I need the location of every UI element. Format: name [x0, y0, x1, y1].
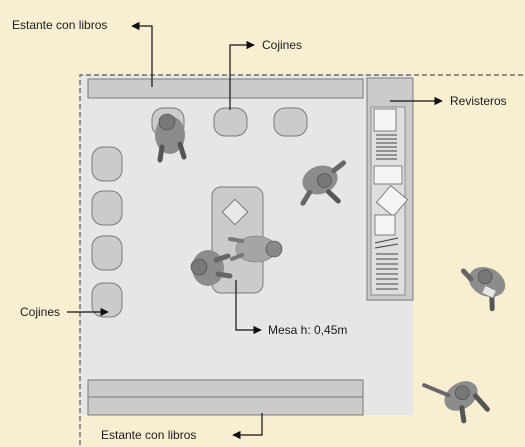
cushions-left-column: [91, 146, 123, 318]
bookshelf-top: [87, 78, 364, 99]
person-seated-top: [155, 113, 187, 163]
person-seated-table-left: [190, 250, 233, 286]
cushions-top-row: [151, 107, 308, 137]
label-cushions-left: Cojines: [20, 305, 61, 319]
person-standing-center: [300, 160, 347, 206]
label-table: Mesa h: 0,45m: [268, 323, 348, 337]
label-cushions-top: Cojines: [262, 38, 303, 52]
bookshelf-bottom: [87, 379, 364, 416]
label-bookshelf-bottom: Estante con libros: [101, 428, 197, 442]
arrow-cushions-top: [229, 40, 255, 110]
magazine-racks: [366, 77, 414, 301]
arrow-bookshelf-top: [131, 21, 153, 87]
label-magazine-racks: Revisteros: [450, 94, 507, 108]
arrow-table: [235, 280, 262, 335]
label-bookshelf-top: Estante con libros: [12, 18, 108, 32]
arrow-bookshelf-bottom: [232, 413, 263, 440]
person-standing-right: [460, 266, 506, 312]
room-boundary-dashed: [79, 74, 525, 445]
person-seated-table-right: [228, 235, 283, 263]
leader-lines: [67, 21, 443, 440]
person-walking-bottom-right: [422, 381, 490, 424]
